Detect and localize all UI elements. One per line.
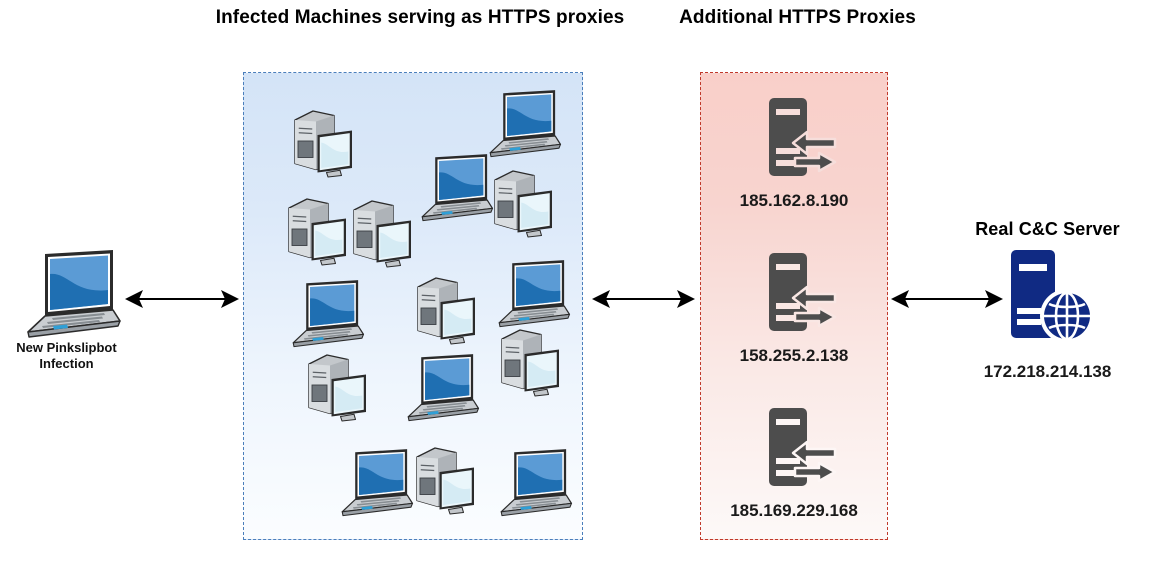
- infected-machine-10: [396, 352, 480, 427]
- infected-machine-6: [281, 278, 365, 353]
- proxy-node-1: [757, 251, 847, 344]
- new-infection-node: [12, 248, 122, 343]
- infected-machine-7: [410, 275, 480, 352]
- infected-machine-0: [287, 108, 357, 185]
- desktop-pc-icon: [501, 329, 559, 397]
- arrow-infected-to-additional: [592, 290, 695, 308]
- proxy-node-2: [757, 406, 847, 499]
- desktop-pc-icon: [294, 110, 352, 178]
- infected-machines-title: Infected Machines serving as HTTPS proxi…: [215, 7, 625, 28]
- cc-server-ip: 172.218.214.138: [983, 362, 1112, 381]
- server-exchange-icon: [769, 98, 837, 176]
- proxy-ip-2: 185.169.229.168: [730, 501, 858, 520]
- server-exchange-icon: [769, 408, 837, 486]
- laptop-icon: [498, 260, 571, 328]
- laptop-icon: [421, 154, 494, 222]
- desktop-pc-icon: [416, 447, 474, 515]
- cc-server-node: [1005, 248, 1097, 355]
- infected-machine-11: [494, 327, 564, 404]
- laptop-icon: [341, 449, 414, 517]
- infected-machine-13: [409, 445, 479, 522]
- proxy-node-0: [757, 96, 847, 189]
- desktop-pc-icon: [353, 200, 411, 268]
- desktop-pc-icon: [308, 354, 366, 422]
- infected-machine-5: [346, 198, 416, 275]
- infected-machine-3: [487, 168, 557, 245]
- infected-machine-4: [281, 196, 351, 273]
- infected-machine-8: [487, 258, 571, 333]
- infected-machine-14: [489, 447, 573, 522]
- laptop-icon: [407, 354, 480, 422]
- laptop-icon: [489, 90, 562, 158]
- infected-machine-2: [410, 152, 494, 227]
- server-exchange-icon: [769, 253, 837, 331]
- arrow-additional-to-cc: [891, 290, 1003, 308]
- proxy-ip-1: 158.255.2.138: [739, 346, 849, 365]
- desktop-pc-icon: [494, 170, 552, 238]
- proxy-ip-0: 185.162.8.190: [739, 191, 849, 210]
- laptop-icon: [292, 280, 365, 348]
- desktop-pc-icon: [288, 198, 346, 266]
- desktop-pc-icon: [417, 277, 475, 345]
- server-globe-icon: [1011, 250, 1094, 343]
- infected-machine-1: [478, 88, 562, 163]
- additional-proxies-title: Additional HTTPS Proxies: [679, 7, 916, 28]
- cc-server-title: Real C&C Server: [975, 219, 1120, 239]
- infected-machine-9: [301, 352, 371, 429]
- laptop-icon: [27, 250, 121, 338]
- infected-machine-12: [330, 447, 414, 522]
- laptop-icon: [500, 449, 573, 517]
- arrow-infection-to-infected: [125, 290, 239, 308]
- new-infection-label: New Pinkslipbot Infection: [16, 340, 117, 371]
